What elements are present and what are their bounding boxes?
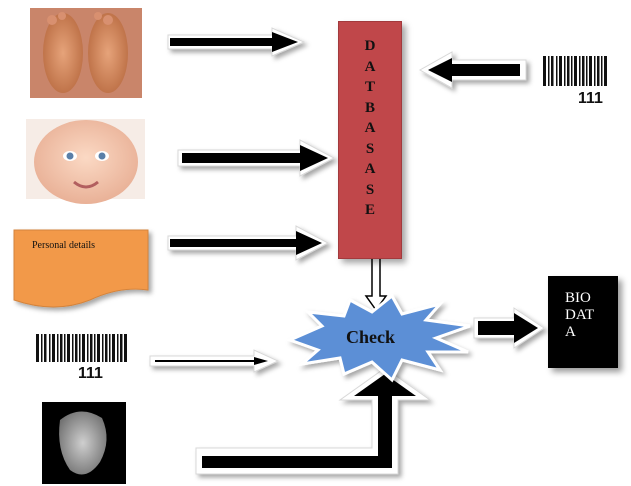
check-label: Check [346,327,395,347]
arrow-barcode-to-check [149,349,280,373]
arrow-feet-to-database [167,27,306,57]
personal-details-label: Personal details [32,240,96,251]
arrow-check-to-biodata [473,307,545,349]
arrow-barcode-to-database [418,51,527,89]
arrow-personal-to-database [167,225,330,261]
arrow-footprint-to-check [195,367,432,475]
personal-details-shape [13,229,149,308]
database-letter: A [364,120,376,136]
arrow-face-to-database [177,139,336,177]
database-letter: A [364,161,376,177]
database-letter: B [364,99,375,116]
feet-image [30,8,142,98]
database-letter: S [365,181,375,198]
barcode-top-right [543,56,607,86]
database-letter: A [364,58,376,75]
biodata-box: BIO DAT A [548,276,618,368]
barcode-top-number: 111 [578,90,603,107]
database-letter: S [365,140,375,157]
check-starburst [285,293,471,383]
database-letter: E [364,202,375,218]
database-letter: T [364,79,375,95]
barcode-left-number: 111 [78,365,103,382]
biodata-label: BIO DAT A [565,290,595,340]
database-box: D A T B A S A S E [338,21,402,259]
baby-footprint-image [42,402,126,484]
baby-face-image [26,119,145,204]
barcode-left [36,334,127,362]
database-letter: D [364,38,376,54]
